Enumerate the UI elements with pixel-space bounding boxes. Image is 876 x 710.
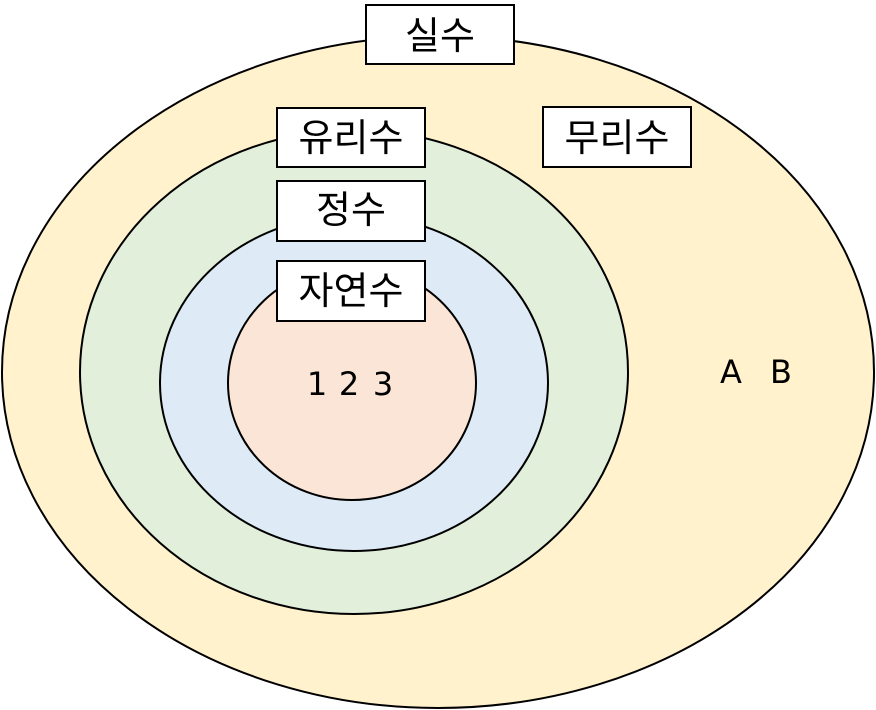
rational-number-label-box: 유리수: [276, 107, 426, 168]
natural-member-3: 3: [373, 365, 393, 403]
real-number-label-box: 실수: [365, 4, 515, 65]
natural-member-1: 1: [307, 365, 327, 403]
natural-number-members: 1 2 3: [307, 365, 393, 403]
irrational-number-label: 무리수: [565, 116, 670, 160]
rational-number-label: 유리수: [299, 116, 404, 160]
natural-number-label-box: 자연수: [276, 260, 426, 322]
irrational-member-a: A: [720, 353, 742, 391]
irrational-member-b: B: [770, 353, 792, 391]
irrational-number-label-box: 무리수: [542, 106, 692, 168]
natural-number-label: 자연수: [299, 269, 404, 313]
natural-member-2: 2: [339, 365, 359, 403]
integer-label: 정수: [316, 188, 386, 232]
irrational-number-members: A B: [720, 353, 792, 391]
real-number-label: 실수: [405, 14, 475, 58]
integer-label-box: 정수: [276, 180, 426, 242]
